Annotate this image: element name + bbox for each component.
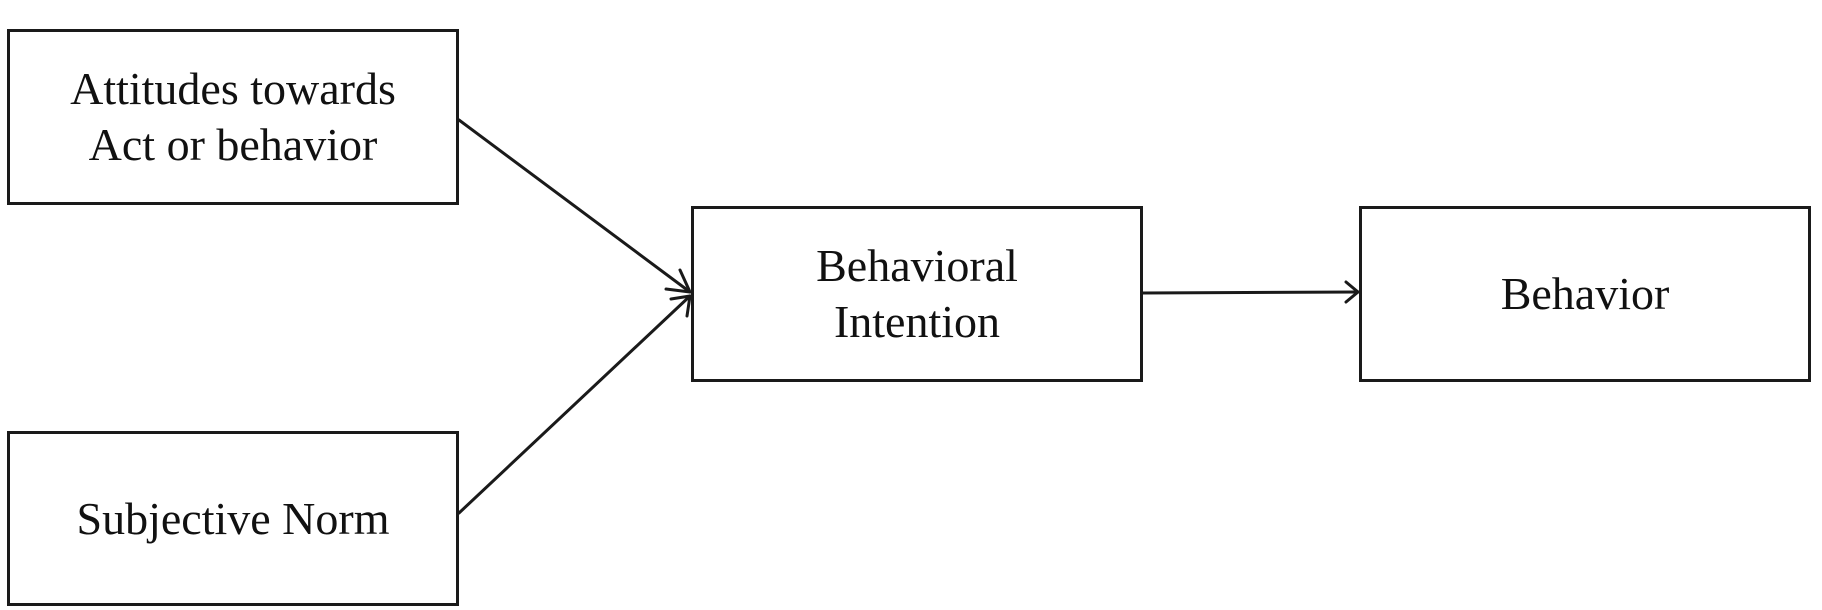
node-behavior-label: Behavior — [1501, 266, 1670, 322]
node-subjective-norm-line-1: Subjective Norm — [76, 492, 390, 544]
node-behavioral-intention-line-2: Intention — [833, 296, 1001, 347]
node-attitudes-line-1: Attitudes towards — [70, 63, 396, 114]
node-behavior: Behavior — [1359, 206, 1811, 382]
arrow-intention-to-behavior — [1141, 280, 1360, 304]
node-subjective-norm: Subjective Norm — [7, 431, 459, 606]
node-behavioral-intention: Behavioral Intention — [691, 206, 1143, 382]
node-behavioral-intention-label: Behavioral Intention — [816, 238, 1018, 350]
node-behavioral-intention-line-1: Behavioral — [816, 240, 1018, 291]
arrow-norm-to-intention — [457, 294, 692, 515]
node-attitudes: Attitudes towards Act or behavior — [7, 29, 459, 205]
node-behavior-line-1: Behavior — [1500, 268, 1670, 319]
node-attitudes-line-2: Act or behavior — [88, 119, 378, 170]
node-attitudes-label: Attitudes towards Act or behavior — [70, 61, 396, 173]
arrow-attitudes-to-intention — [457, 118, 692, 294]
node-subjective-norm-label: Subjective Norm — [77, 491, 390, 547]
